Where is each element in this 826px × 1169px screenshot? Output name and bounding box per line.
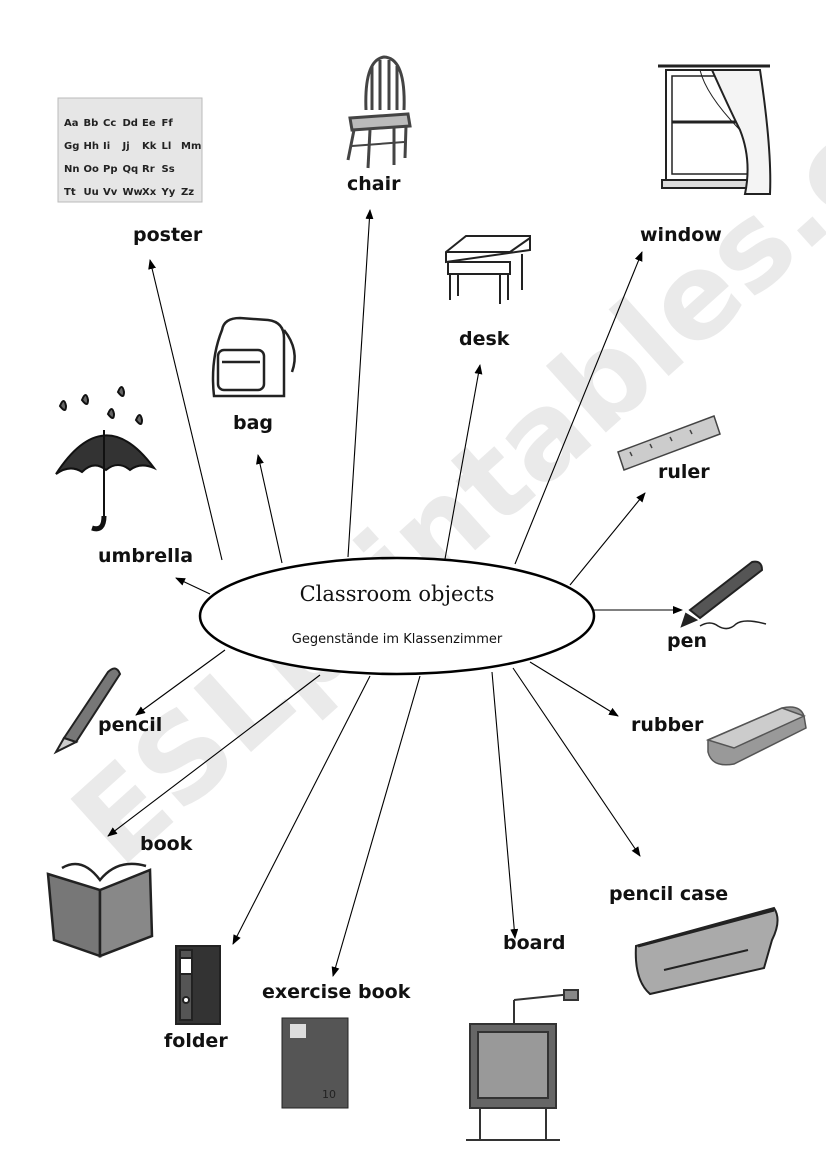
board-picture [466, 990, 578, 1140]
label-window: window [640, 224, 722, 246]
arrow-umbrella [176, 578, 210, 594]
label-folder: folder [164, 1030, 228, 1052]
poster-letter-pair: Cc [103, 118, 116, 129]
arrow-board [492, 672, 515, 938]
label-umbrella: umbrella [98, 545, 193, 567]
arrow-poster [150, 260, 222, 560]
poster-letter-pair: Bb [84, 118, 99, 129]
label-poster: poster [133, 224, 203, 246]
poster-letter-pair: Vv [103, 187, 118, 198]
folder-picture [176, 946, 220, 1024]
poster-letter-pair: Zz [181, 187, 194, 198]
arrow-exercise-book [333, 676, 420, 976]
poster-letter-pair: Dd [123, 118, 138, 129]
poster-letter-pair: Mm [181, 141, 201, 152]
center-topic: Classroom objects Gegenstände im Klassen… [200, 558, 594, 674]
poster-letter-pair: Ff [162, 118, 174, 129]
poster-letter-pair: Ll [162, 141, 172, 152]
center-title: Classroom objects [300, 582, 495, 606]
label-board: board [503, 932, 565, 954]
poster-letter-pair: Pp [103, 164, 118, 175]
poster-letter-pair: Ee [142, 118, 156, 129]
arrow-rubber [530, 662, 618, 716]
poster-letter-pair: Uu [84, 187, 99, 198]
poster-letter-pair: Aa [64, 118, 79, 129]
poster-letter-pair: Nn [64, 164, 80, 175]
poster-letter-pair: Rr [142, 164, 155, 175]
label-bag: bag [233, 412, 273, 434]
arrow-ruler [570, 493, 645, 585]
label-ruler: ruler [658, 461, 710, 483]
pen-picture [682, 562, 766, 629]
label-rubber: rubber [631, 714, 704, 736]
label-exercise-book: exercise book [262, 981, 411, 1003]
bag-picture [213, 318, 295, 396]
exercise-book-picture: 10 [282, 1018, 348, 1108]
poster-letter-pair: Ww [123, 187, 143, 198]
label-desk: desk [459, 328, 510, 350]
label-book: book [140, 833, 193, 855]
umbrella-picture [56, 387, 154, 529]
center-ellipse [200, 558, 594, 674]
pencil-case-picture [636, 908, 778, 994]
poster-letter-pair: Tt [64, 187, 76, 198]
rubber-picture [708, 707, 806, 765]
chair-picture [348, 57, 410, 168]
label-pen: pen [667, 630, 707, 652]
arrow-pencil-case [513, 668, 640, 856]
exercise-book-number: 10 [322, 1088, 336, 1101]
poster-letter-pair: Ii [103, 141, 110, 152]
poster-letter-pair: Xx [142, 187, 157, 198]
poster-letter-pair: Qq [123, 164, 139, 175]
label-pencil: pencil [98, 714, 162, 736]
center-subtitle: Gegenstände im Klassenzimmer [292, 632, 503, 647]
poster-letter-pair: Hh [84, 141, 100, 152]
poster-letter-pair: Oo [84, 164, 100, 175]
poster-letter-pair: Gg [64, 141, 79, 152]
label-chair: chair [347, 173, 401, 195]
book-picture [48, 864, 152, 956]
window-picture [658, 66, 770, 194]
arrow-bag [258, 455, 282, 563]
desk-picture [446, 236, 530, 304]
poster-letter-pair: Ss [162, 164, 175, 175]
poster-letter-pair: Jj [122, 141, 130, 152]
poster-letter-pair: Kk [142, 141, 157, 152]
label-pencil-case: pencil case [609, 883, 728, 905]
poster-letter-pair: Yy [161, 187, 176, 198]
